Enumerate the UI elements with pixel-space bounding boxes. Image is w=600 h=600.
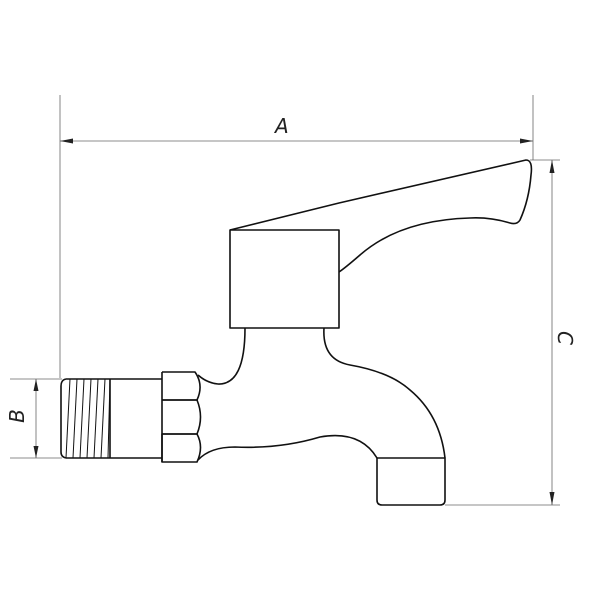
dimension-lines [10, 95, 560, 506]
dimension-label-c: C [552, 331, 577, 345]
dimension-label-b: B [4, 409, 29, 423]
dimension-label-a: A [275, 114, 289, 138]
thread-hatching [65, 378, 111, 459]
dimension-arrows [33, 138, 555, 505]
faucet-body [60, 159, 533, 506]
